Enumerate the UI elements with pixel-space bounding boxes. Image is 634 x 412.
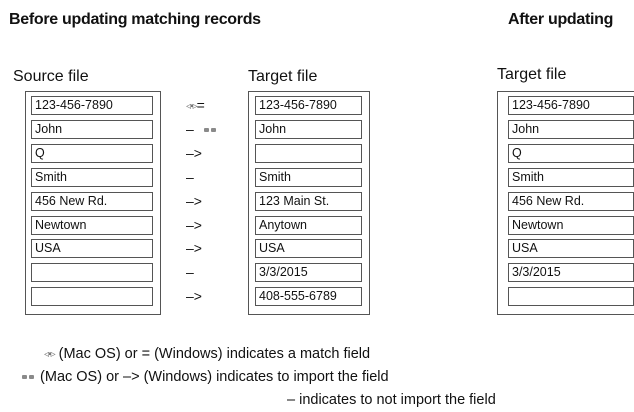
- before-target-field: [255, 144, 362, 163]
- after-heading: After updating: [508, 11, 614, 28]
- source-file-panel: [25, 91, 161, 315]
- before-target-file-panel: [248, 91, 370, 315]
- double-arrow-icon: ◃▪▹: [186, 100, 198, 112]
- mac-import-icon: [203, 128, 209, 133]
- legend-match-row: ◃▪▹ (Mac OS) or = (Windows) indicates a …: [44, 346, 370, 362]
- after-target-field: Smith: [508, 168, 634, 187]
- mapping-symbol-skip: –: [186, 169, 194, 185]
- source-field: Smith: [31, 168, 153, 187]
- after-target-field: Newtown: [508, 216, 634, 235]
- after-target-file-title: Target file: [497, 66, 567, 83]
- match-equals-text: =: [196, 97, 205, 113]
- before-heading: Before updating matching records: [9, 11, 261, 28]
- mapping-symbol-skip-mac: –: [186, 120, 218, 139]
- source-field: [31, 287, 153, 306]
- legend-import-row: (Mac OS) or –> (Windows) indicates to im…: [22, 369, 389, 385]
- after-target-field: USA: [508, 239, 634, 258]
- skip-dash-text: –: [186, 121, 194, 137]
- after-target-field: 456 New Rd.: [508, 192, 634, 211]
- before-target-field: John: [255, 120, 362, 139]
- before-target-field: 3/3/2015: [255, 263, 362, 282]
- after-target-field: 3/3/2015: [508, 263, 634, 282]
- mapping-symbol-import: –>: [186, 145, 202, 161]
- source-field: USA: [31, 239, 153, 258]
- double-arrow-icon: ◃▪▹: [44, 348, 56, 360]
- source-field: 123-456-7890: [31, 96, 153, 115]
- source-field: 456 New Rd.: [31, 192, 153, 211]
- after-target-file-panel: [497, 91, 634, 315]
- before-target-field: Anytown: [255, 216, 362, 235]
- after-target-field: 123-456-7890: [508, 96, 634, 115]
- legend-skip-text: – indicates to not import the field: [287, 392, 496, 408]
- mac-import-icon-part: [29, 375, 34, 380]
- mapping-symbol-match: ◃▪▹=: [186, 96, 205, 115]
- source-field: [31, 263, 153, 282]
- before-target-field: 408-555-6789: [255, 287, 362, 306]
- after-target-field: [508, 287, 634, 306]
- source-field: Newtown: [31, 216, 153, 235]
- mapping-symbol-skip: –: [186, 264, 194, 280]
- source-file-title: Source file: [13, 68, 89, 85]
- mac-import-icon: [210, 128, 216, 133]
- mapping-symbol-import: –>: [186, 217, 202, 233]
- before-target-field: USA: [255, 239, 362, 258]
- legend-match-text: (Mac OS) or = (Windows) indicates a matc…: [58, 346, 371, 362]
- before-target-file-title: Target file: [248, 68, 318, 85]
- mapping-symbol-import: –>: [186, 240, 202, 256]
- before-target-field: Smith: [255, 168, 362, 187]
- after-target-field: John: [508, 120, 634, 139]
- legend-import-text: (Mac OS) or –> (Windows) indicates to im…: [40, 369, 389, 385]
- before-target-field: 123-456-7890: [255, 96, 362, 115]
- mapping-symbol-import: –>: [186, 193, 202, 209]
- source-field: Q: [31, 144, 153, 163]
- before-target-field: 123 Main St.: [255, 192, 362, 211]
- source-field: John: [31, 120, 153, 139]
- mapping-symbol-import: –>: [186, 288, 202, 304]
- after-target-field: Q: [508, 144, 634, 163]
- mac-import-icon: [22, 375, 27, 380]
